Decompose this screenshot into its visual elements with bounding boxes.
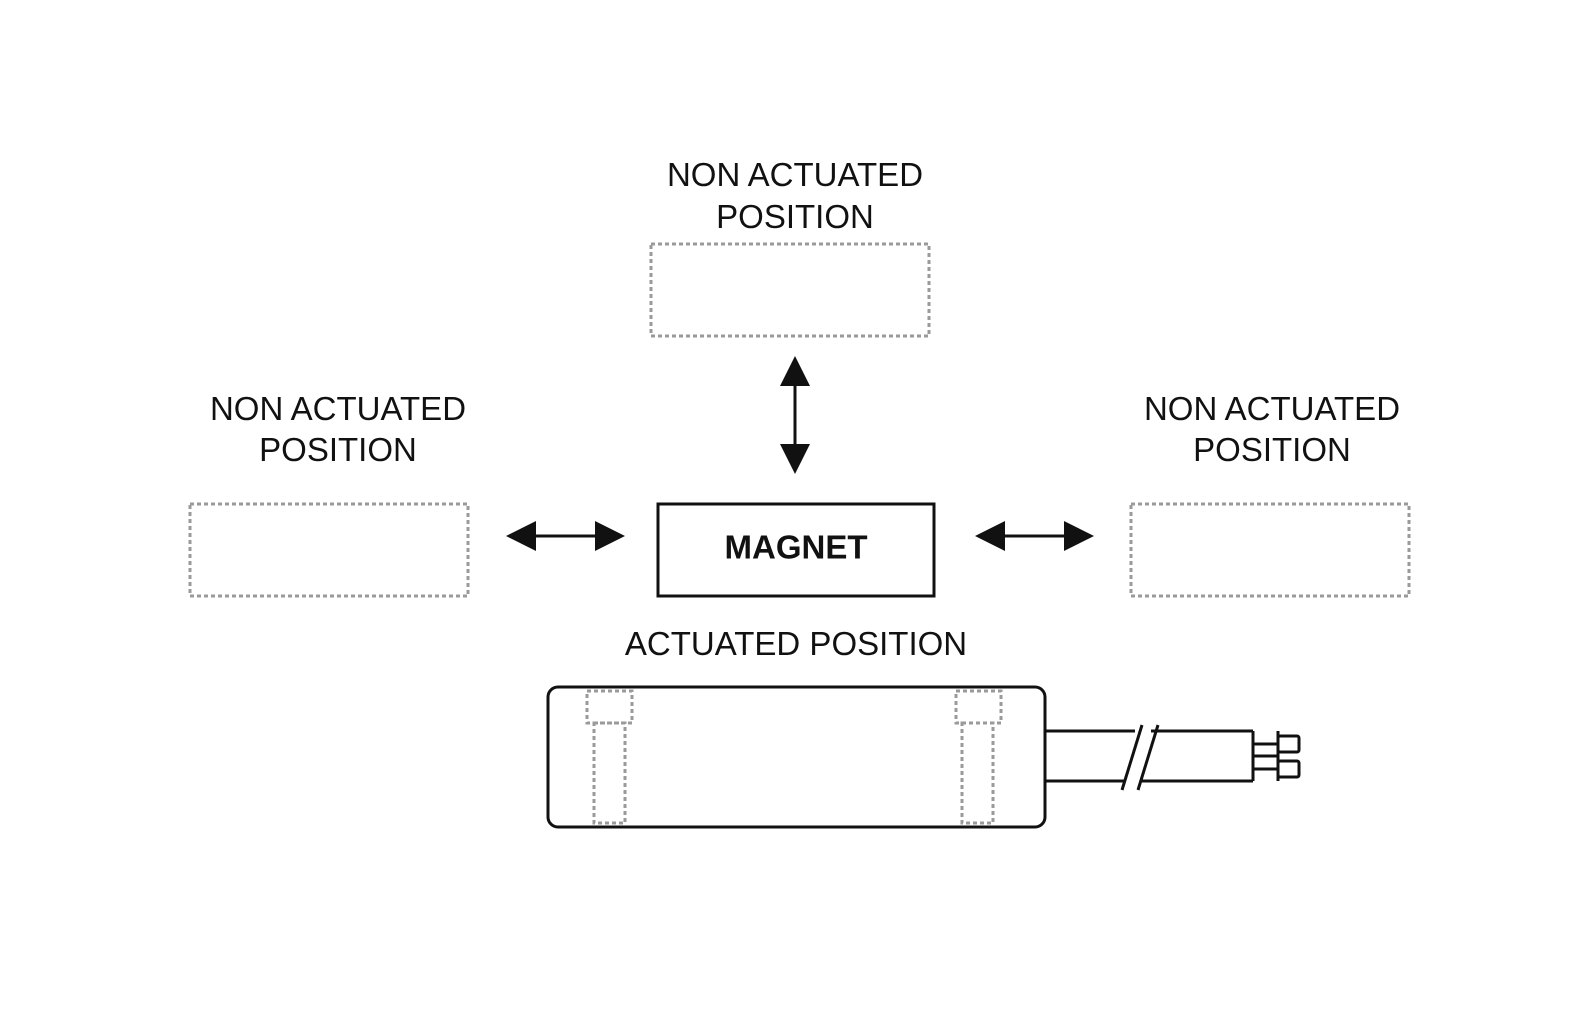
sensor-body (546, 685, 1047, 829)
actuated-position-label: ACTUATED POSITION (625, 625, 967, 662)
right-non-actuated-magnet-outline (1129, 502, 1411, 598)
left-horizontal-double-arrow-icon (506, 521, 625, 551)
vertical-double-arrow-icon (780, 356, 810, 474)
right-position-label-line-1: NON ACTUATED (1144, 390, 1400, 427)
top-position-label-line-2: POSITION (716, 198, 874, 235)
wire-end-lower (1276, 759, 1301, 779)
left-position-label-line-1: NON ACTUATED (210, 390, 466, 427)
magnet-box (656, 502, 936, 598)
top-position-label-line-1: NON ACTUATED (667, 156, 923, 193)
left-non-actuated-magnet-outline (188, 502, 470, 598)
right-horizontal-double-arrow-icon (975, 521, 1094, 551)
wire-end-upper (1276, 734, 1301, 754)
right-mounting-screw-outline (954, 689, 1003, 825)
sensor-cable (1045, 724, 1301, 791)
left-mounting-screw-outline (585, 689, 634, 825)
right-position-label-line-2: POSITION (1193, 431, 1351, 468)
top-non-actuated-magnet-outline (649, 242, 931, 338)
magnet-label: MAGNET (725, 529, 868, 566)
left-position-label-line-2: POSITION (259, 431, 417, 468)
